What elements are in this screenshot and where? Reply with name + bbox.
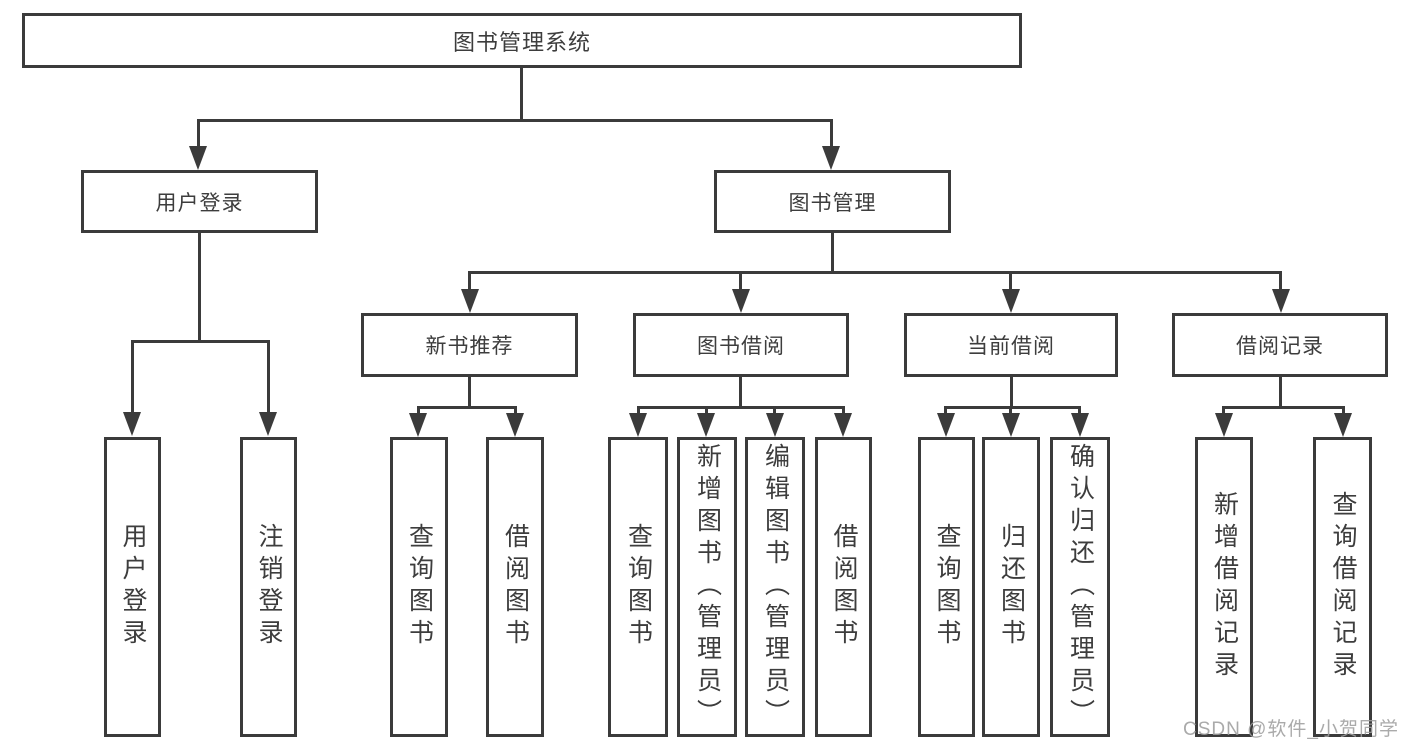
leaf-label: 查询图书 (624, 523, 653, 651)
arrowhead-icon (189, 146, 207, 170)
leaf-query-books-recommend: 查询图书 (390, 437, 448, 737)
connector-line (944, 406, 1081, 409)
connector-line (197, 119, 833, 122)
connector-line (830, 119, 833, 148)
connector-line (520, 68, 523, 119)
connector-line (198, 233, 201, 340)
connector-line (131, 340, 270, 343)
connector-line (514, 406, 517, 416)
connector-line (1279, 271, 1282, 291)
connector-line (842, 406, 845, 416)
node-book-borrowing: 图书借阅 (633, 313, 849, 377)
leaf-label: 编辑图书（管理员） (761, 443, 790, 731)
connector-line (773, 406, 776, 416)
leaf-label: 确认归还（管理员） (1066, 443, 1095, 731)
connector-line (1222, 406, 1225, 416)
arrowhead-icon (1334, 413, 1352, 437)
connector-line (267, 340, 270, 414)
node-library-management-system: 图书管理系统 (22, 13, 1022, 68)
leaf-label: 查询图书 (405, 523, 434, 651)
arrowhead-icon (461, 289, 479, 313)
arrowhead-icon (409, 413, 427, 437)
connector-line (468, 271, 471, 291)
connector-line (637, 406, 845, 409)
arrowhead-icon (1002, 413, 1020, 437)
leaf-label: 新增图书（管理员） (693, 443, 722, 731)
node-book-management: 图书管理 (714, 170, 951, 233)
node-user-login-group: 用户登录 (81, 170, 318, 233)
csdn-watermark: CSDN @软件_小贺同学 (1183, 719, 1399, 740)
leaf-label: 用户登录 (119, 523, 147, 651)
leaf-user-login: 用户登录 (104, 437, 161, 737)
leaf-label: 新增借阅记录 (1210, 491, 1239, 683)
connector-line (705, 406, 708, 416)
leaf-label: 注销登录 (255, 523, 283, 651)
connector-line (944, 406, 947, 416)
leaf-borrow-books-recommend: 借阅图书 (486, 437, 544, 737)
connector-line (197, 119, 200, 148)
leaf-query-books-current: 查询图书 (918, 437, 975, 737)
connector-line (637, 406, 640, 416)
arrowhead-icon (937, 413, 955, 437)
connector-line (1009, 406, 1012, 416)
connector-line (417, 406, 420, 416)
leaf-label: 查询图书 (933, 523, 961, 651)
arrowhead-icon (629, 413, 647, 437)
arrowhead-icon (506, 413, 524, 437)
arrowhead-icon (1071, 413, 1089, 437)
connector-line (1342, 406, 1345, 416)
connector-line (1010, 377, 1013, 408)
connector-line (417, 406, 517, 409)
leaf-edit-books-admin: 编辑图书（管理员） (745, 437, 805, 737)
arrowhead-icon (697, 413, 715, 437)
connector-line (131, 340, 134, 414)
connector-line (1222, 406, 1345, 409)
leaf-borrow-books: 借阅图书 (815, 437, 872, 737)
node-label: 图书管理系统 (452, 29, 591, 55)
connector-line (468, 377, 471, 408)
arrowhead-icon (1002, 289, 1020, 313)
leaf-label: 查询借阅记录 (1329, 491, 1357, 683)
leaf-label: 借阅图书 (830, 523, 858, 651)
leaf-query-borrow-record: 查询借阅记录 (1313, 437, 1372, 737)
connector-line (831, 233, 834, 273)
arrowhead-icon (1272, 289, 1290, 313)
node-label: 图书借阅 (697, 335, 785, 358)
leaf-add-books-admin: 新增图书（管理员） (677, 437, 737, 737)
node-label: 用户登录 (155, 191, 244, 215)
node-borrow-records: 借阅记录 (1172, 313, 1388, 377)
leaf-add-borrow-record: 新增借阅记录 (1195, 437, 1253, 737)
leaf-confirm-return-admin: 确认归还（管理员） (1050, 437, 1110, 737)
arrowhead-icon (259, 412, 277, 436)
leaf-query-books-borrow: 查询图书 (608, 437, 668, 737)
node-label: 借阅记录 (1236, 335, 1324, 358)
arrowhead-icon (766, 413, 784, 437)
connector-line (468, 271, 1282, 274)
node-label: 图书管理 (788, 191, 877, 215)
arrowhead-icon (822, 146, 840, 170)
connector-line (739, 271, 742, 291)
arrowhead-icon (123, 412, 141, 436)
leaf-label: 借阅图书 (501, 523, 530, 651)
node-current-borrowing: 当前借阅 (904, 313, 1118, 377)
arrowhead-icon (732, 289, 750, 313)
connector-line (1279, 377, 1282, 408)
leaf-label: 归还图书 (997, 523, 1026, 651)
node-new-book-recommend: 新书推荐 (361, 313, 578, 377)
node-label: 当前借阅 (967, 335, 1055, 358)
leaf-return-books: 归还图书 (982, 437, 1040, 737)
arrowhead-icon (834, 413, 852, 437)
node-label: 新书推荐 (425, 335, 514, 358)
leaf-logout: 注销登录 (240, 437, 297, 737)
arrowhead-icon (1215, 413, 1233, 437)
connector-line (1078, 406, 1081, 416)
connector-line (739, 377, 742, 408)
connector-line (1009, 271, 1012, 291)
